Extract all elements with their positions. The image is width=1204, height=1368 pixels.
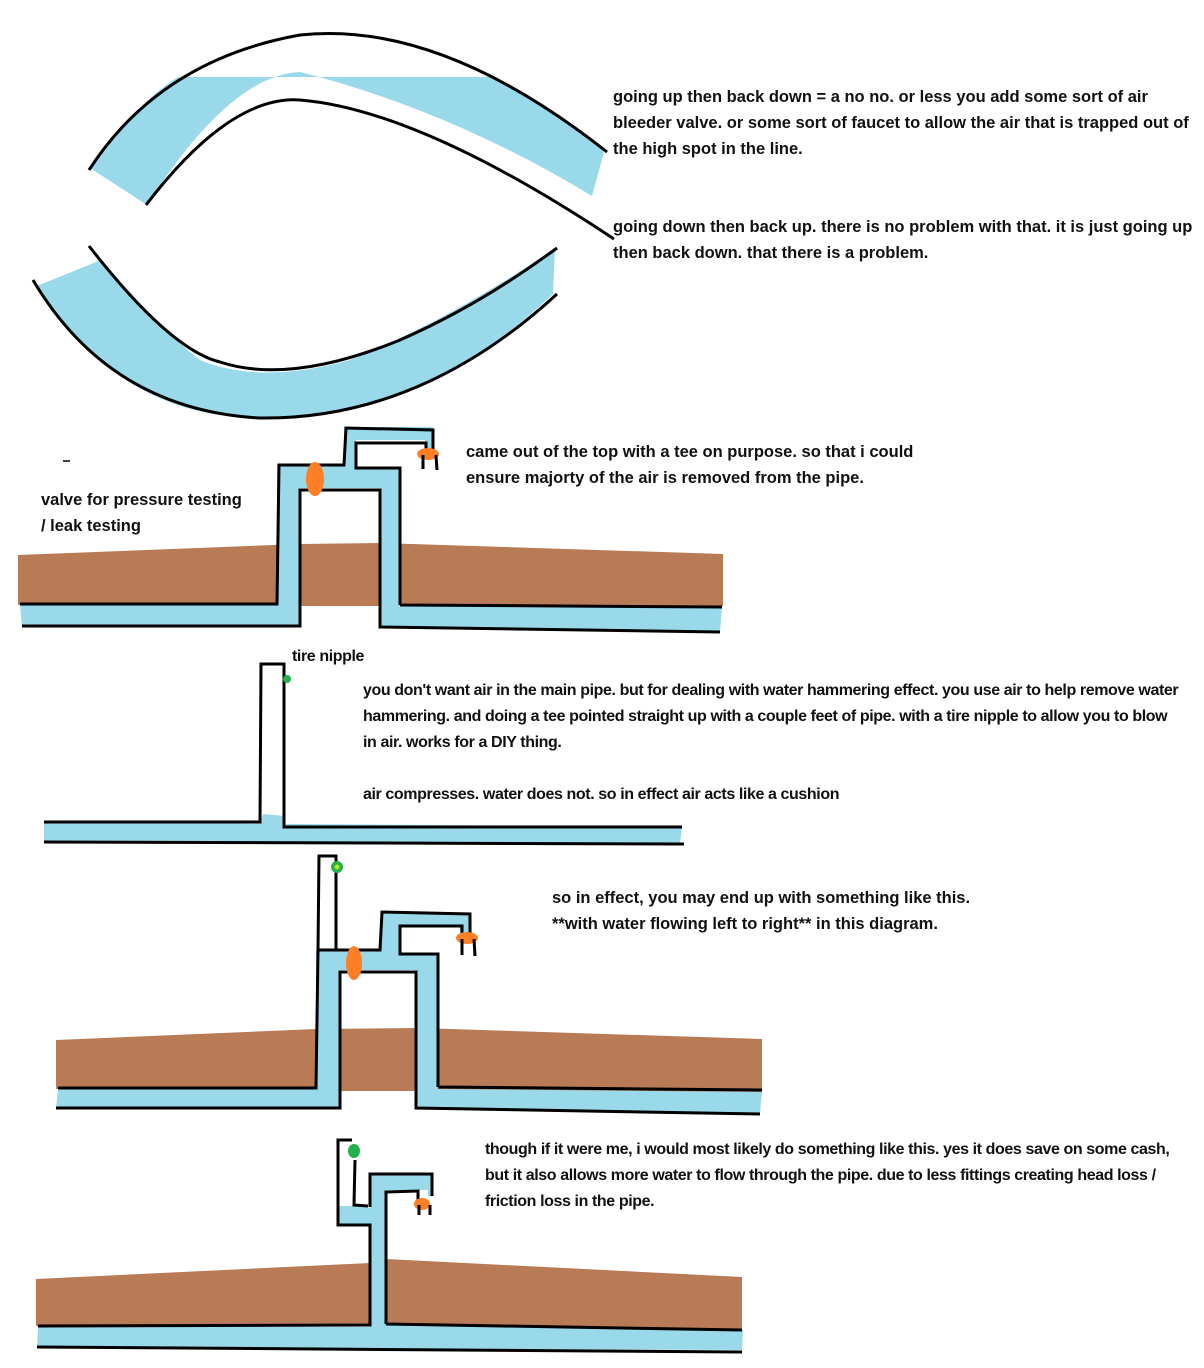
note-preferred: though if it were me, i would most likel… (485, 1141, 1170, 1210)
soil-ground (18, 543, 723, 606)
note-water-hammer: you don't want air in the main pipe. but… (363, 682, 1179, 751)
air-cushion-water-in-riser (261, 814, 284, 826)
sag-pipe-water (37, 248, 555, 419)
preferred-tire-nipple (348, 1144, 360, 1158)
sag-pipe-outer-wall (31, 279, 559, 420)
label-tire-nipple: tire nipple (292, 648, 365, 665)
combined-pipe-walls (56, 854, 763, 1116)
air-cushion-walls (43, 662, 685, 846)
soil-ground-preferred (36, 1259, 742, 1330)
arch-pipe-outer-wall (87, 31, 608, 171)
tire-nipple (283, 675, 291, 683)
preferred-diagram (36, 1138, 743, 1354)
note-low-spot: going down then back up. there is no pro… (613, 218, 1193, 262)
preferred-faucet-valve (414, 1198, 430, 1210)
arch-pipe-inner-wall (144, 98, 615, 241)
preferred-pipe-water (37, 1173, 743, 1350)
air-cushion-main-pipe (44, 822, 682, 844)
note-high-spot: going up then back down = a no no. or le… (613, 88, 1189, 158)
preferred-pipe-walls (36, 1138, 743, 1354)
combined-diagram (56, 854, 763, 1116)
air-cushion-diagram (43, 662, 685, 846)
note-combined: so in effect, you may end up with someth… (552, 889, 971, 933)
tee-riser-walls (20, 426, 723, 634)
note-air-cushion: air compresses. water does not. so in ef… (363, 786, 840, 803)
combined-pipe-water (56, 912, 762, 1114)
label-pressure-valve: valve for pressure testing / leak testin… (41, 491, 242, 535)
soil-ground-combined (56, 1028, 762, 1092)
note-tee-purpose: came out of the top with a tee on purpos… (466, 443, 914, 487)
arch-pipe-diagram (87, 31, 615, 241)
faucet-spout-right (434, 454, 439, 471)
sag-pipe-diagram (31, 245, 559, 420)
pressure-test-valve (306, 462, 324, 496)
arch-pipe-water (90, 72, 604, 205)
tee-riser-diagram (18, 426, 723, 634)
combined-pressure-valve (346, 946, 362, 980)
sag-pipe-inner-wall (87, 245, 558, 372)
combined-tire-nipple-inner (334, 864, 340, 870)
combined-spout-right (472, 938, 477, 957)
